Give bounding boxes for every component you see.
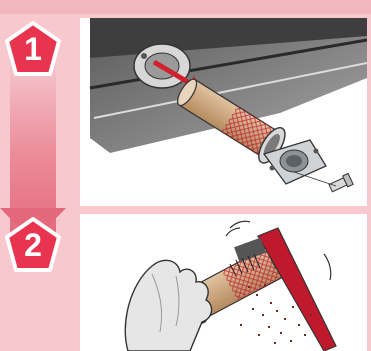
step-2-panel xyxy=(80,214,367,351)
filter-removal-illustration xyxy=(80,18,367,206)
step-number: 2 xyxy=(4,216,62,274)
step-badge-2: 2 xyxy=(4,216,62,274)
top-strip xyxy=(0,0,371,14)
filter-brushing-illustration xyxy=(80,214,367,351)
gloved-hand xyxy=(125,260,211,351)
step-badge-1: 1 xyxy=(4,20,62,78)
step-number: 1 xyxy=(4,20,62,78)
step-1-panel xyxy=(80,18,367,206)
